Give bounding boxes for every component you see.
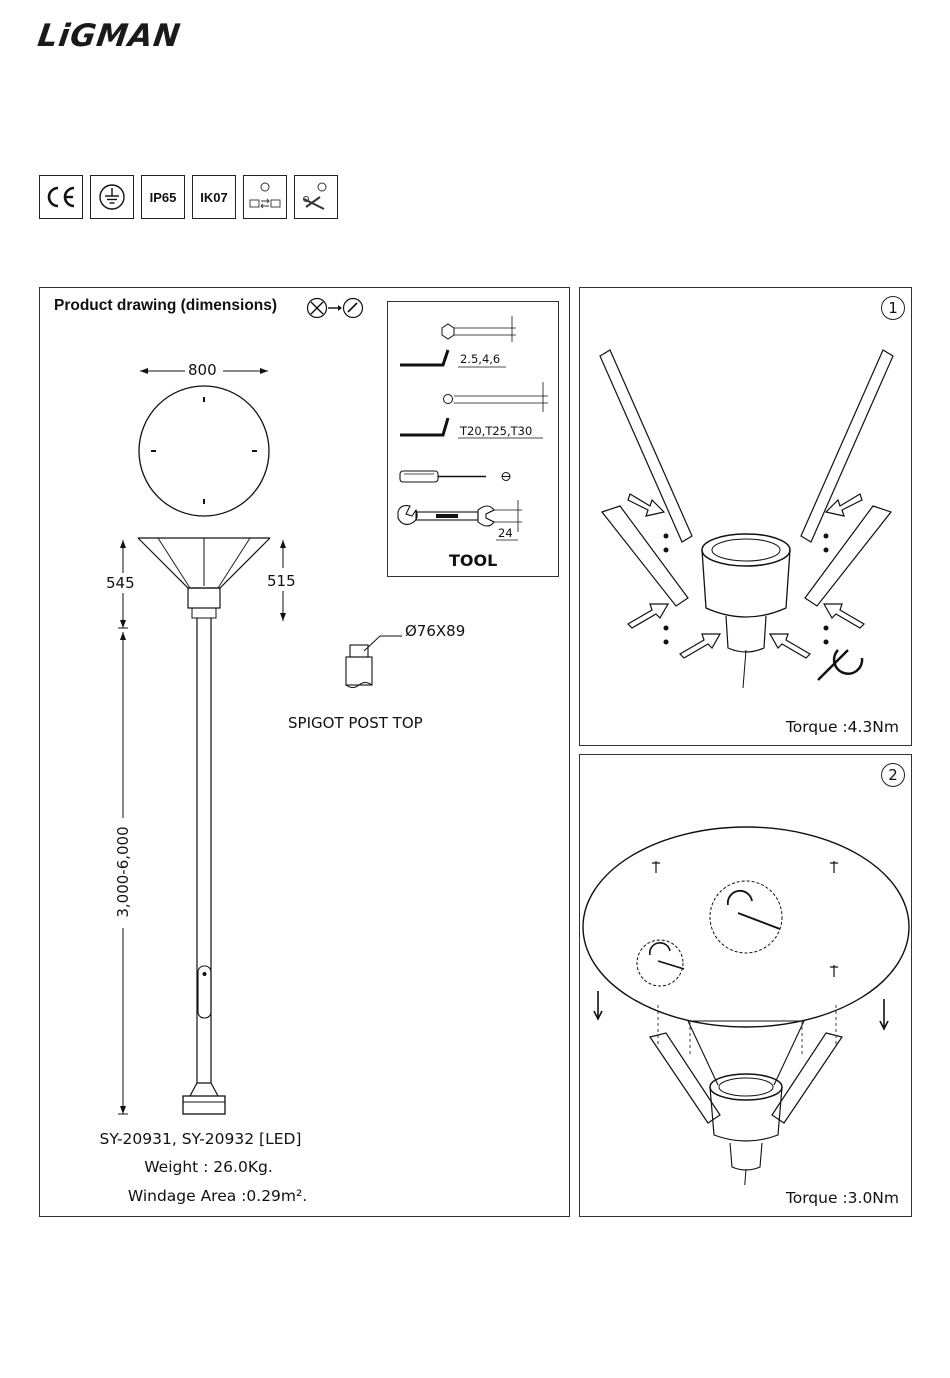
torx-key-sizes: T20,T25,T30 xyxy=(460,424,532,438)
model-numbers: SY-20931, SY-20932 [LED] xyxy=(0,1130,466,1148)
ce-mark-icon xyxy=(39,175,83,219)
product-drawing-panel: Product drawing (dimensions) xyxy=(39,287,570,1217)
dim-head-height-left: 545 xyxy=(106,574,135,592)
dim-diameter: 800 xyxy=(188,361,217,379)
dimension-lines xyxy=(118,540,286,1114)
screwdriver-icon xyxy=(400,471,510,482)
pole xyxy=(183,618,225,1114)
spigot-drawing xyxy=(346,636,402,688)
hex-key-sizes: 2.5,4,6 xyxy=(460,352,500,366)
step-1-panel: 1 Torque :4.3Nm xyxy=(579,287,912,746)
windage-area-spec: Windage Area :0.29m². xyxy=(0,1187,483,1205)
dim-head-height-right: 515 xyxy=(267,572,296,590)
step-1-torque: Torque :4.3Nm xyxy=(786,718,899,736)
tool-drawings xyxy=(388,302,560,578)
brand-logo: LiGMAN xyxy=(35,18,183,54)
tool-label: TOOL xyxy=(449,551,497,570)
ik-rating-badge: IK07 xyxy=(192,175,236,219)
step-2-assembly-drawing xyxy=(580,755,913,1185)
step-1-assembly-drawing xyxy=(580,288,913,718)
dim-pole-height: 3,000-6,000 xyxy=(114,817,132,927)
tool-free-icon xyxy=(294,175,338,219)
top-view-disc xyxy=(139,368,269,516)
certification-row: IP65 IK07 xyxy=(39,175,338,219)
step-2-torque: Torque :3.0Nm xyxy=(786,1189,899,1207)
wrench-size: 24 xyxy=(498,526,513,540)
lamp-head xyxy=(138,538,270,618)
spigot-label: SPIGOT POST TOP xyxy=(288,714,423,732)
voltage-switch-icon xyxy=(243,175,287,219)
ip-rating-badge: IP65 xyxy=(141,175,185,219)
step-2-panel: 2 Torque :3.0 xyxy=(579,754,912,1217)
weight-spec: Weight : 26.0Kg. xyxy=(0,1158,474,1176)
spigot-size: Ø76X89 xyxy=(405,622,465,640)
protective-earth-icon xyxy=(90,175,134,219)
tool-box: 2.5,4,6 T20,T25,T30 24 TOOL xyxy=(387,301,559,577)
